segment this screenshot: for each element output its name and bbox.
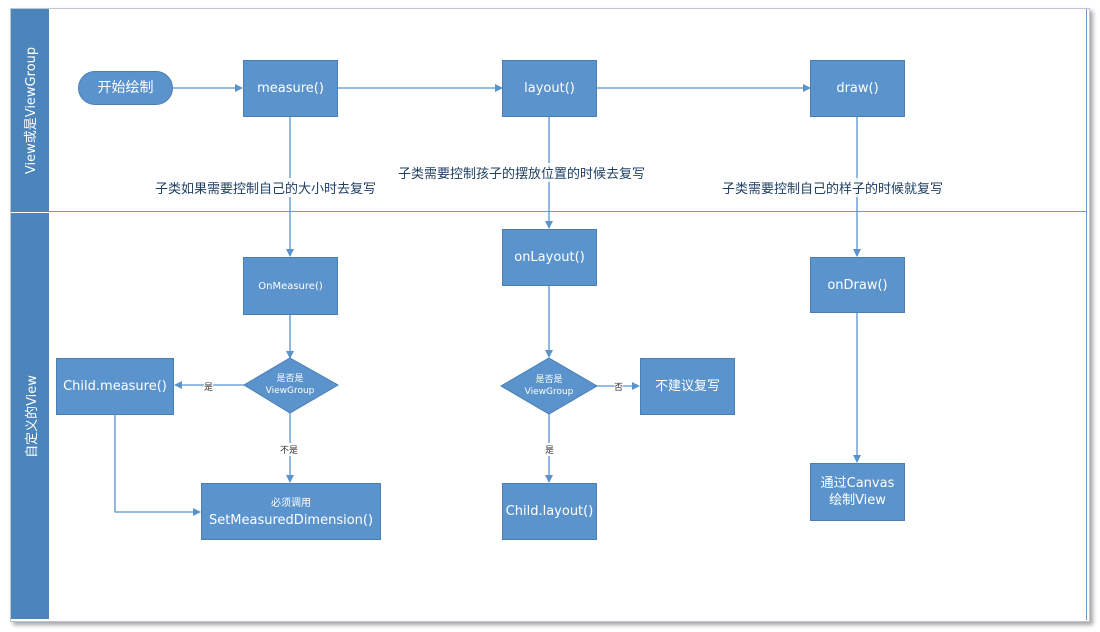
onmeasure-box: OnMeasure() (243, 257, 338, 315)
start-terminal: 开始绘制 (78, 71, 173, 105)
layout-label: layout() (524, 81, 575, 96)
swimlane-header-custom-view: 自定义的View (11, 213, 49, 619)
draw-box: draw() (810, 60, 905, 117)
note-measure: 子类如果需要控制自己的大小时去复写 (155, 178, 377, 197)
decision-left-line2: ViewGroup (265, 386, 315, 396)
canvas-draw-line1: 通过Canvas (820, 476, 895, 491)
edge-label-mid-no: 否 (614, 380, 624, 393)
child-measure-box: Child.measure() (56, 358, 174, 415)
note-layout: 子类需要控制孩子的摆放位置的时候去复写 (398, 163, 646, 182)
decision-middle-label: 是否是 ViewGroup (509, 374, 589, 398)
decision-diamond-middle (500, 357, 598, 415)
canvas-draw-box: 通过Canvas 绘制View (810, 463, 905, 521)
decision-diamond-left (243, 357, 340, 414)
onlayout-box: onLayout() (502, 229, 597, 286)
swimlane-right-border (1086, 9, 1087, 620)
set-measured-box: 必须调用 SetMeasuredDimension() (201, 483, 381, 540)
swimlane-divider (49, 211, 1086, 212)
measure-box: measure() (243, 60, 338, 117)
edge-label-left-yes: 是 (204, 380, 214, 393)
child-layout-box: Child.layout() (502, 483, 597, 540)
onmeasure-label: OnMeasure() (258, 280, 323, 292)
swimlane-header-viewgroup: View或是ViewGroup (11, 9, 49, 212)
set-measured-line2: SetMeasuredDimension() (208, 512, 374, 528)
layout-box: layout() (502, 60, 597, 117)
edge-childmeasure-setmeasured (114, 415, 201, 516)
edge-label-mid-yes: 是 (545, 443, 555, 456)
not-recommended-box: 不建议复写 (640, 358, 735, 415)
ondraw-label: onDraw() (827, 277, 888, 293)
draw-label: draw() (836, 81, 879, 96)
canvas-draw-line2: 绘制View (829, 493, 886, 508)
child-measure-label: Child.measure() (63, 379, 167, 394)
measure-label: measure() (257, 81, 324, 96)
not-recommended-label: 不建议复写 (654, 379, 720, 394)
onlayout-label: onLayout() (514, 250, 585, 265)
note-draw: 子类需要控制自己的样子的时候就复写 (722, 178, 944, 197)
decision-middle-line2: ViewGroup (524, 387, 574, 397)
start-label: 开始绘制 (97, 79, 154, 96)
decision-left-label: 是否是 ViewGroup (250, 373, 330, 397)
edge-label-left-no: 不是 (280, 443, 299, 456)
decision-middle-line1: 是否是 (535, 375, 563, 385)
child-layout-label: Child.layout() (505, 504, 594, 519)
set-measured-line1: 必须调用 (271, 497, 311, 509)
decision-left-line1: 是否是 (276, 374, 304, 384)
ondraw-box: onDraw() (810, 257, 905, 313)
